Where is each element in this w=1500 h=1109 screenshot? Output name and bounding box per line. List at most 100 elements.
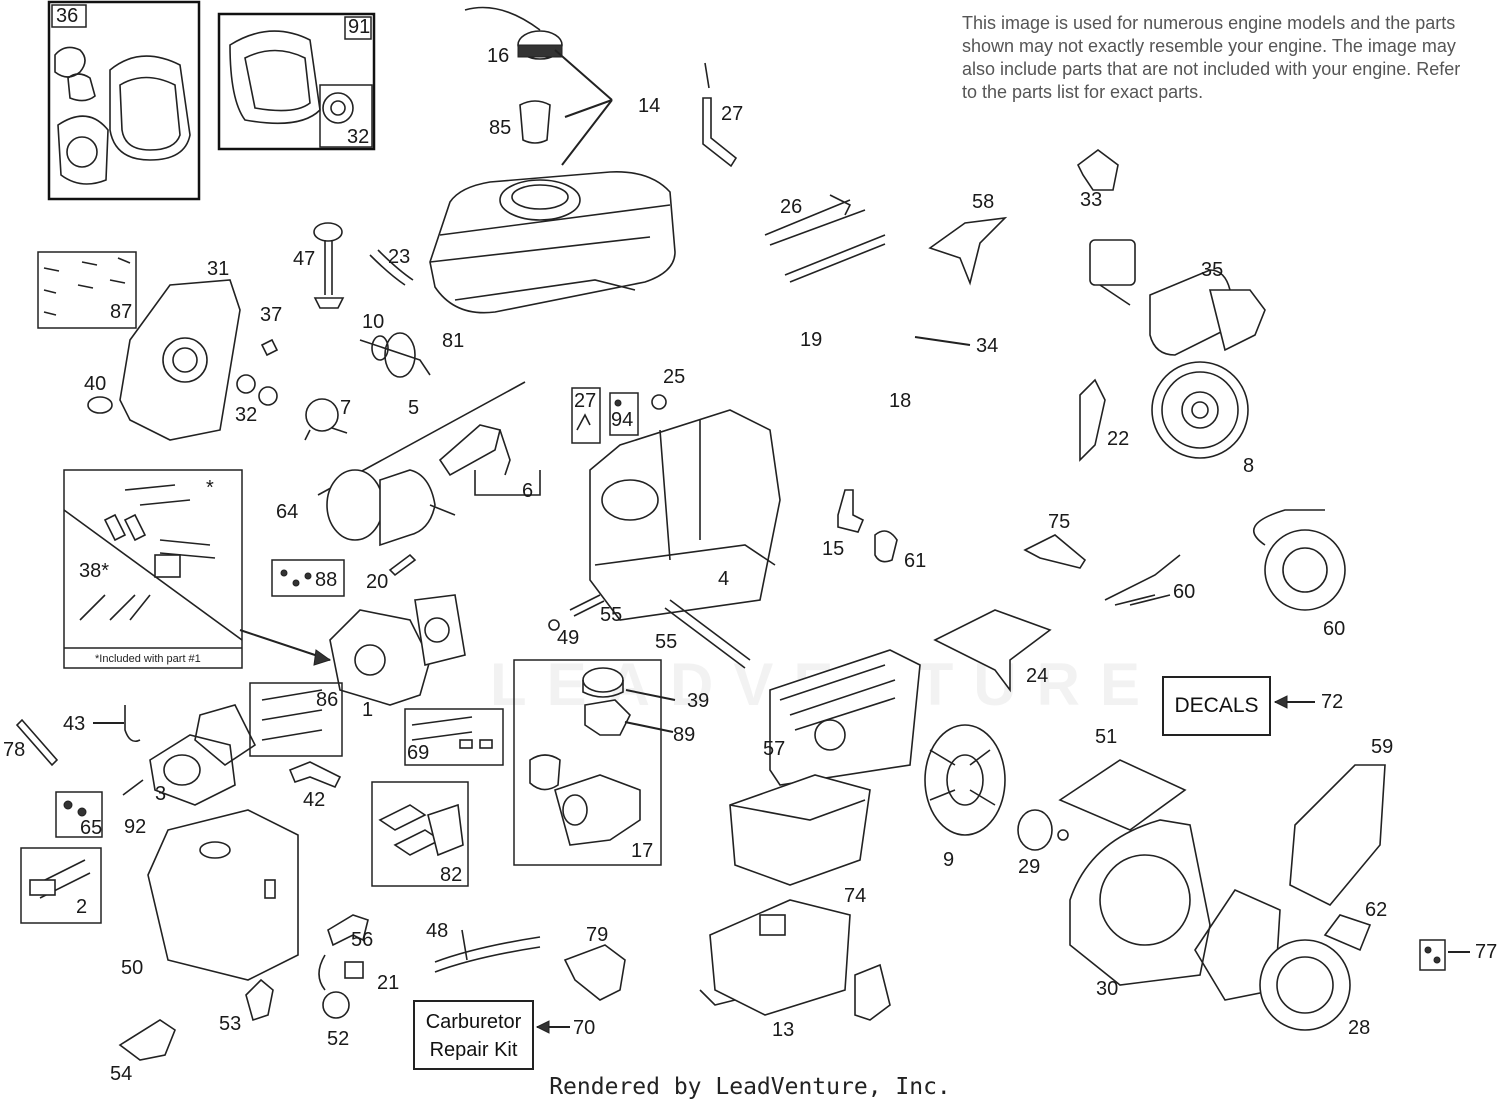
spark-arrestor[interactable]: [854, 963, 891, 1021]
callout-50: 50: [121, 957, 143, 979]
tube-43[interactable]: [124, 705, 141, 743]
callout-2: 2: [76, 896, 87, 918]
camshaft-10[interactable]: [359, 332, 431, 378]
bearing-32[interactable]: [236, 374, 278, 406]
starter-handle-62[interactable]: [1323, 914, 1372, 952]
oil-drain-plug-40[interactable]: [87, 396, 113, 414]
wire-harness-48[interactable]: [434, 929, 541, 973]
head-gasket-86[interactable]: [414, 594, 466, 666]
part-box-94[interactable]: [609, 392, 639, 436]
fuel-valve-15[interactable]: [837, 489, 865, 533]
callout-34: 34: [976, 335, 998, 357]
callout-47: 47: [293, 248, 315, 270]
bracket-42[interactable]: [288, 761, 342, 789]
carburetor-repair-kit-label[interactable]: Carburetor Repair Kit: [413, 1000, 534, 1070]
choke-lever-27[interactable]: [702, 62, 738, 168]
recoil-starter-28[interactable]: [1259, 939, 1351, 1031]
cylinder-head-1[interactable]: [329, 609, 431, 706]
bracket-79[interactable]: [563, 944, 626, 1001]
decals-label[interactable]: DECALS: [1162, 676, 1271, 736]
flywheel-8[interactable]: [1151, 361, 1249, 459]
bracket-58[interactable]: [928, 216, 1008, 286]
breather-tube-23[interactable]: [369, 249, 414, 286]
control-panel-shroud-50[interactable]: [147, 809, 299, 981]
callout-43: 43: [63, 713, 85, 735]
callout-30: 30: [1096, 978, 1118, 1000]
blower-housing-30[interactable]: [1069, 819, 1211, 986]
crankshaft-7[interactable]: [304, 398, 348, 441]
fuel-valve-knob-61[interactable]: [874, 530, 898, 563]
plug-52[interactable]: [318, 954, 350, 1019]
keys-54[interactable]: [118, 1019, 176, 1061]
valve-kit-inset-38[interactable]: [63, 469, 243, 669]
shroud-24[interactable]: [933, 609, 1052, 693]
bolt-set-87[interactable]: [37, 251, 137, 329]
gear-25[interactable]: [651, 394, 667, 410]
arrowhead-72: [1273, 695, 1288, 709]
bracket-51[interactable]: [1058, 759, 1187, 831]
bracket-56[interactable]: [327, 914, 369, 947]
alternator-stator-60[interactable]: [1253, 509, 1346, 611]
plate-2[interactable]: [20, 847, 102, 924]
screw-92[interactable]: [122, 779, 144, 796]
muffler-13[interactable]: [699, 899, 851, 1016]
callout-85: 85: [489, 117, 511, 139]
callout-57: 57: [763, 738, 785, 760]
carburetor-17[interactable]: [529, 754, 641, 846]
bracket-line-6: [474, 470, 541, 496]
fuel-tank-14[interactable]: [429, 171, 676, 314]
governor-linkage-26[interactable]: [764, 194, 886, 283]
callout-81: 81: [442, 330, 464, 352]
callout-8: 8: [1243, 455, 1254, 477]
clamp-29[interactable]: [1017, 809, 1069, 851]
bracket-33[interactable]: [1076, 149, 1119, 191]
fuel-strainer-85[interactable]: [519, 100, 551, 144]
callout-5: 5: [408, 397, 419, 419]
footer-credit: Rendered by LeadVenture, Inc.: [549, 1074, 951, 1100]
gasket-set-82[interactable]: [371, 781, 469, 887]
part-box-77[interactable]: [1419, 939, 1446, 971]
callout-7: 7: [340, 397, 351, 419]
washer-49[interactable]: [548, 619, 560, 631]
charging-harness-60[interactable]: [1104, 554, 1181, 606]
spark-plug-20[interactable]: [388, 553, 417, 577]
bolt-set-65[interactable]: [55, 791, 103, 838]
bolt-set-86[interactable]: [249, 682, 343, 757]
bracket-75[interactable]: [1023, 534, 1087, 569]
callout-87: 87: [110, 301, 132, 323]
carburetor-box[interactable]: [513, 659, 662, 866]
callout-29: 29: [1018, 856, 1040, 878]
callout-49: 49: [557, 627, 579, 649]
switch-21[interactable]: [344, 961, 364, 979]
air-filter-knob-39[interactable]: [582, 667, 624, 698]
panel-59[interactable]: [1289, 764, 1386, 906]
callout-89: 89: [673, 724, 695, 746]
wrench-78[interactable]: [15, 718, 59, 767]
gasket-set-91[interactable]: [217, 12, 376, 151]
shaft-55[interactable]: [664, 599, 751, 669]
oil-seal-37[interactable]: [260, 338, 279, 357]
crankcase-cover-31[interactable]: [119, 279, 241, 441]
callout-54: 54: [110, 1063, 132, 1085]
ignition-coil-22[interactable]: [1079, 378, 1106, 462]
key-switch-53[interactable]: [245, 978, 274, 1022]
pin-55[interactable]: [569, 594, 605, 617]
bolt-set-88[interactable]: [271, 559, 345, 597]
stud-set-69[interactable]: [404, 708, 504, 766]
fuel-pump-89[interactable]: [584, 699, 631, 736]
electric-starter-35[interactable]: [1089, 239, 1266, 356]
cylinder-block-4[interactable]: [589, 409, 781, 621]
part-box-27[interactable]: [571, 387, 601, 444]
fan-9[interactable]: [924, 724, 1006, 836]
callout-16: 16: [487, 45, 509, 67]
muffler-guard-57[interactable]: [769, 649, 921, 786]
fuel-cap-16[interactable]: [464, 6, 563, 60]
air-cleaner-base-3[interactable]: [149, 704, 257, 806]
air-cleaner-cover-74[interactable]: [729, 774, 871, 886]
gasket-kit-36[interactable]: [47, 0, 201, 201]
callout-74: 74: [844, 885, 866, 907]
callout-55: 55: [600, 604, 622, 626]
dipstick-47[interactable]: [313, 222, 345, 309]
callout-61: 61: [904, 550, 926, 572]
piston-assembly-5[interactable]: [326, 424, 511, 547]
